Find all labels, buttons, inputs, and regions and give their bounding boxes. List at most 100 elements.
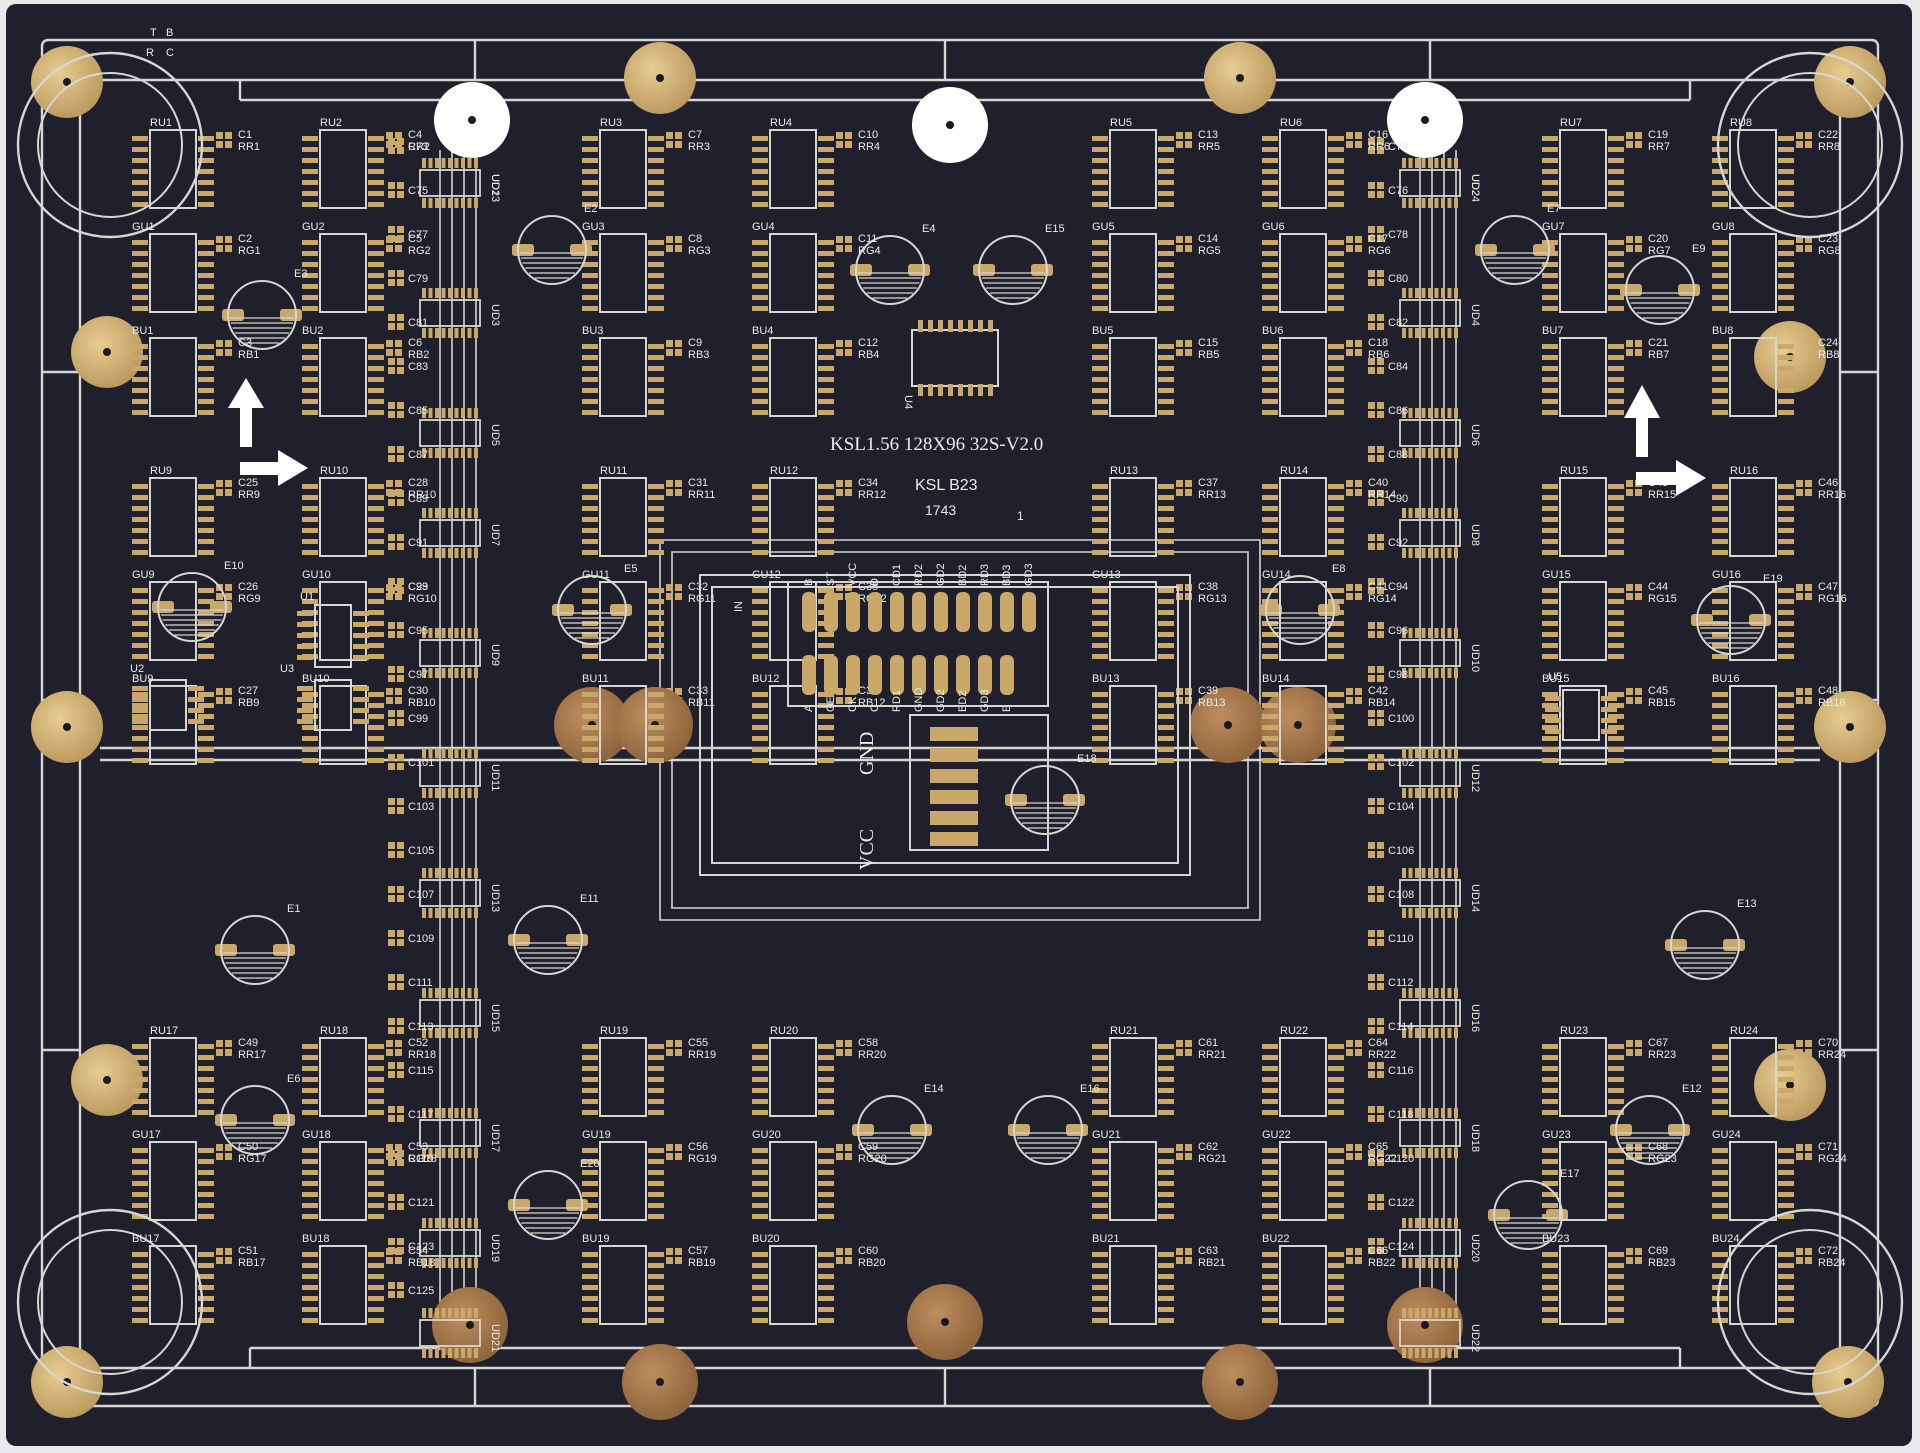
block-4-ru-pin xyxy=(818,136,834,141)
driver-left-7-pin xyxy=(422,908,426,918)
block-7-smd xyxy=(1626,340,1633,347)
driver-left-5-pin xyxy=(422,668,426,678)
block-17-ru-pin xyxy=(198,1055,214,1060)
block-17-gu-pin xyxy=(198,1203,214,1208)
block-3-res-label: RR3 xyxy=(688,141,710,153)
block-16-ru-pin xyxy=(1778,506,1794,511)
driver-left-11-pin xyxy=(461,1348,465,1358)
driver-right-10-pin xyxy=(1434,1258,1439,1268)
driver-right-4-pin xyxy=(1402,548,1406,558)
driver-right-7-pin xyxy=(1415,868,1419,878)
block-4-ru-pin xyxy=(818,202,834,207)
u4-pin xyxy=(968,384,973,396)
block-5-bu-label: BU5 xyxy=(1092,325,1113,337)
driver-left-3-pin xyxy=(454,408,459,418)
extra-cap-pad xyxy=(388,939,395,946)
corner-mark-t: T xyxy=(150,27,157,39)
electrolytic-19 xyxy=(1696,585,1766,655)
extra-cap-pad xyxy=(397,182,404,189)
electrolytic-12-pad xyxy=(1610,1124,1632,1136)
block-16-res-label: RB16 xyxy=(1818,697,1846,709)
block-18-bu-pin xyxy=(368,1296,384,1301)
block-6-bu-pin xyxy=(1328,388,1344,393)
block-2-cap-label: C6 xyxy=(408,337,422,349)
block-4-gu-pin xyxy=(818,295,834,300)
driver-label: UD10 xyxy=(1469,644,1481,672)
block-23-bu-pin xyxy=(1542,1307,1558,1312)
block-3-smd xyxy=(666,132,673,139)
block-13-ru-pin xyxy=(1092,484,1108,489)
block-4-bu-pin xyxy=(752,410,768,415)
block-1-bu-pin xyxy=(132,388,148,393)
extra-cap-pad xyxy=(397,666,404,673)
driver-right-8-pin xyxy=(1454,988,1458,998)
block-24-ru-pin xyxy=(1712,1044,1728,1049)
block-22-bu-pin xyxy=(1328,1274,1344,1279)
driver-left-1-pin xyxy=(441,158,446,168)
block-13-bu-pin xyxy=(1158,725,1174,730)
driver-label: UD17 xyxy=(489,1124,501,1152)
driver-right-5-pin xyxy=(1421,628,1426,638)
block-19-ru-label: RU19 xyxy=(600,1025,628,1037)
block-18-bu-pin xyxy=(368,1274,384,1279)
plated-white-hole-drill xyxy=(468,116,476,124)
driver-right-6-pin xyxy=(1402,748,1406,758)
extra-cap-pad xyxy=(1368,1018,1375,1025)
driver-right-1-pin xyxy=(1428,198,1432,208)
block-8-res-label: RB8 xyxy=(1818,349,1839,361)
block-5-ru-pin xyxy=(1158,169,1174,174)
driver-right-9-pin xyxy=(1408,1148,1413,1158)
block-20-gu-pin xyxy=(752,1214,768,1219)
block-20-gu-pin xyxy=(752,1159,768,1164)
block-17-ru-pin xyxy=(132,1077,148,1082)
extra-cap-pad xyxy=(397,358,404,365)
extra-cap-pad xyxy=(1368,939,1375,946)
extra-cap-pad xyxy=(1377,851,1384,858)
block-3-cap-label: C7 xyxy=(688,129,702,141)
block-4-bu-pin xyxy=(752,377,768,382)
block-1-ru-pin xyxy=(132,202,148,207)
electrolytic-16-pad xyxy=(1066,1124,1088,1136)
electrolytic-14-pad xyxy=(852,1124,874,1136)
block-13-gu-pin xyxy=(1158,621,1174,626)
u2-label: U2 xyxy=(130,663,144,675)
block-16-ru-pin xyxy=(1712,517,1728,522)
driver-left-5-pin xyxy=(448,668,452,678)
block-23-cap-label: C67 xyxy=(1648,1037,1668,1049)
block-7-smd xyxy=(1635,349,1642,356)
driver-left-7-pin xyxy=(428,908,433,918)
driver-left-2-pin xyxy=(422,328,426,338)
block-11-cap-label: C33 xyxy=(688,685,708,697)
u4-pin xyxy=(948,320,953,332)
block-11-bu-pin xyxy=(582,747,598,752)
driver-right-10-pin xyxy=(1415,1218,1419,1228)
electrolytic-3-pad xyxy=(280,309,302,321)
connector-pin-bottom xyxy=(824,655,838,695)
block-13-res-label: RB13 xyxy=(1198,697,1226,709)
block-17-bu-pin xyxy=(132,1263,148,1268)
block-8-smd xyxy=(1805,132,1812,139)
block-4-gu-pin xyxy=(752,295,768,300)
block-14-smd xyxy=(1346,697,1353,704)
block-7-smd xyxy=(1626,349,1633,356)
block-22-gu-pin xyxy=(1262,1148,1278,1153)
driver-right-9-pin xyxy=(1408,1108,1413,1118)
block-11-ru-pin xyxy=(648,495,664,500)
block-10-gu-pin xyxy=(368,643,384,648)
extra-cap-pad xyxy=(1377,983,1384,990)
block-21-smd xyxy=(1185,1040,1192,1047)
date-code: 1743 xyxy=(925,502,956,518)
block-5-smd xyxy=(1176,236,1183,243)
block-19-bu-pin xyxy=(582,1307,598,1312)
extra-cap-pad xyxy=(397,1194,404,1201)
driver-right-1-pin xyxy=(1421,158,1426,168)
block-5-ru-pin xyxy=(1158,191,1174,196)
block-4-bu-pin xyxy=(818,399,834,404)
block-7-smd xyxy=(1635,236,1642,243)
block-7-smd xyxy=(1635,132,1642,139)
extra-cap-pad xyxy=(388,235,395,242)
extra-cap-pad xyxy=(397,631,404,638)
driver-left-10-pin xyxy=(448,1258,452,1268)
extra-cap-label: C120 xyxy=(1388,1153,1414,1165)
